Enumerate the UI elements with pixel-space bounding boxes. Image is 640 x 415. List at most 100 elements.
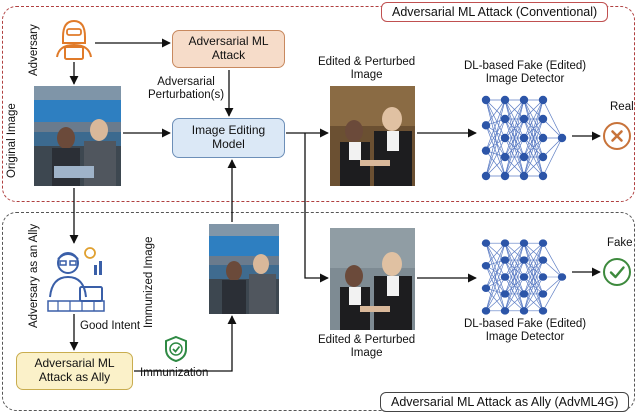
attack-as-ally-label: Adversarial ML Attack as Ally [34, 356, 115, 384]
network-node [500, 133, 510, 143]
network-node [500, 114, 510, 124]
network-edge [542, 137, 563, 158]
neural-network-icon [481, 239, 567, 315]
detector-label-top: DL-based Fake (Edited) Image Detector [464, 60, 587, 86]
network-edge [485, 118, 506, 151]
adversary-label: Adversary [28, 24, 40, 76]
neural-network-icon [481, 95, 567, 181]
network-edge [485, 265, 506, 311]
network-edge [523, 99, 544, 158]
network-node [519, 133, 529, 143]
network-node [519, 171, 529, 181]
ally-person-icon [46, 245, 106, 313]
network-edge [485, 276, 506, 312]
good-intent-label: Good Intent [80, 320, 141, 332]
network-node [538, 133, 548, 143]
network-edge [485, 242, 506, 261]
network-edge [523, 137, 544, 177]
network-edge [485, 242, 506, 266]
network-edge [504, 118, 525, 177]
network-edge [542, 259, 563, 278]
network-edge [504, 99, 525, 158]
network-node [500, 307, 510, 315]
network-node [557, 273, 567, 281]
edited-image-top [330, 86, 415, 186]
hacker-icon [55, 17, 93, 61]
network-edge [523, 276, 544, 312]
network-node [481, 146, 491, 155]
x-circle-icon [602, 121, 632, 151]
immunized-image [209, 224, 279, 314]
network-edge [504, 243, 525, 311]
network-edge [485, 99, 506, 126]
network-edge [523, 293, 544, 312]
network-node [481, 284, 491, 293]
network-edge [523, 99, 544, 177]
network-edge [523, 259, 544, 311]
detector-network-bottom [478, 236, 570, 318]
network-edge [504, 99, 525, 139]
network-edge [542, 137, 563, 177]
network-node [481, 307, 491, 315]
network-node [481, 239, 491, 247]
network-edge [523, 243, 544, 295]
detector-label-bottom: DL-based Fake (Edited) Image Detector [464, 318, 587, 344]
network-edge [485, 259, 506, 311]
network-edge [523, 242, 544, 261]
original-image [34, 86, 121, 186]
network-edge [523, 99, 544, 120]
network-edge [504, 156, 525, 177]
network-edge [523, 99, 544, 139]
detector-network-top [478, 92, 570, 184]
network-edge [504, 242, 525, 278]
network-node [538, 171, 548, 181]
edited-image-label-bottom: Edited & Perturbed Image [318, 334, 416, 360]
network-edge [485, 118, 506, 177]
network-edge [485, 243, 506, 295]
check-circle-icon [602, 257, 632, 287]
network-edge [542, 242, 563, 278]
network-node [519, 152, 529, 162]
network-node [538, 114, 548, 124]
network-edge [504, 99, 525, 120]
shield-check-icon [163, 335, 189, 363]
network-node [538, 152, 548, 162]
immunized-image-label: Immunized Image [143, 236, 155, 328]
attack-as-ally-box: Adversarial ML Attack as Ally [16, 352, 133, 390]
network-node [481, 95, 491, 105]
network-edge [504, 137, 525, 177]
adversary-ally-label: Adversary as an Ally [28, 223, 40, 328]
network-node [538, 307, 548, 315]
network-edge [485, 99, 506, 158]
network-node [500, 152, 510, 162]
network-node [538, 256, 548, 264]
network-edge [485, 99, 506, 151]
network-edge [504, 276, 525, 312]
network-edge [485, 243, 506, 289]
network-edge [542, 118, 563, 139]
ally-panel-title: Adversarial ML Attack as Ally (AdvML4G) [380, 392, 630, 412]
network-node [481, 121, 491, 130]
network-edge [485, 125, 506, 177]
network-edge [485, 259, 506, 289]
adversarial-attack-label: Adversarial ML Attack [188, 34, 269, 62]
network-edge [523, 156, 544, 177]
network-edge [485, 99, 506, 139]
network-edge [523, 243, 544, 311]
real-label: Real [610, 101, 634, 113]
network-node [500, 171, 510, 181]
network-edge [485, 99, 506, 120]
edited-image-bottom [330, 228, 415, 330]
network-edge [485, 156, 506, 177]
network-node [519, 114, 529, 124]
network-node [519, 290, 529, 298]
network-node [500, 290, 510, 298]
image-editing-model-label: Image Editing Model [191, 123, 266, 151]
network-node [519, 239, 529, 247]
network-edge [485, 125, 506, 158]
immunization-label: Immunization [140, 367, 209, 379]
network-node [500, 239, 510, 247]
perturbations-label: Adversarial Perturbation(s) [148, 76, 225, 102]
edited-image-label-top: Edited & Perturbed Image [318, 56, 416, 82]
